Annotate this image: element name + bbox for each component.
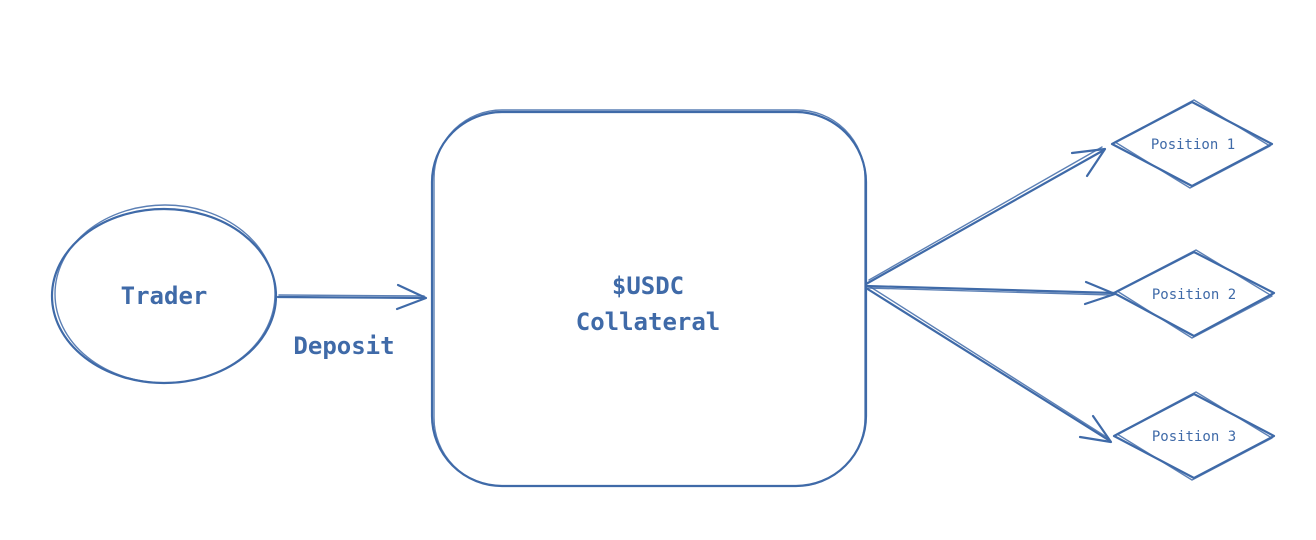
position-arrows bbox=[864, 146, 1117, 444]
trader-node: Trader bbox=[50, 204, 278, 385]
position-1-label: Position 1 bbox=[1151, 137, 1235, 153]
collateral-label-line1: $USDC bbox=[612, 272, 684, 300]
arrow-to-position-3 bbox=[864, 285, 1113, 444]
collateral-node: $USDC Collateral bbox=[430, 109, 868, 488]
position-node-3: Position 3 bbox=[1112, 391, 1276, 481]
position-3-label: Position 3 bbox=[1152, 429, 1236, 445]
position-node-1: Position 1 bbox=[1110, 99, 1274, 189]
collateral-label-line2: Collateral bbox=[576, 308, 721, 336]
deposit-label: Deposit bbox=[293, 332, 394, 360]
position-node-2: Position 2 bbox=[1112, 249, 1276, 339]
position-2-label: Position 2 bbox=[1152, 287, 1236, 303]
arrow-to-position-1 bbox=[864, 146, 1107, 286]
arrow-to-position-2 bbox=[864, 280, 1117, 306]
deposit-arrow: Deposit bbox=[276, 283, 428, 360]
trader-label: Trader bbox=[121, 282, 208, 310]
